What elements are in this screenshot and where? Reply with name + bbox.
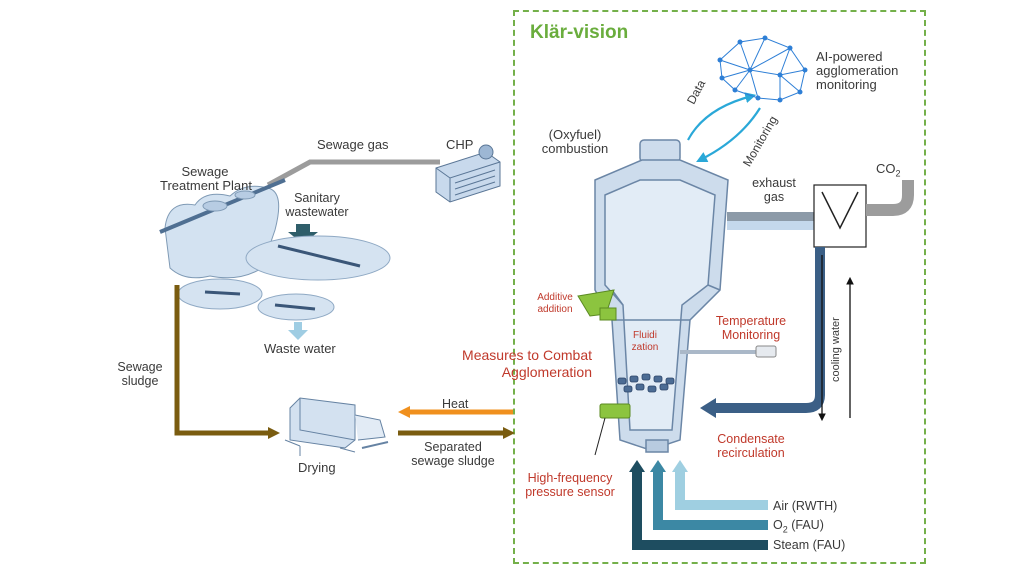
sewage-gas-pipe (266, 159, 440, 188)
oxyfuel-label: (Oxyfuel)combustion (541, 127, 609, 156)
chp-label: CHP (446, 137, 474, 152)
sewage-gas-label: Sewage gas (317, 137, 389, 152)
nozzle-bed (617, 373, 675, 393)
brain-network-icon (717, 35, 808, 103)
cooling-water-label: cooling water (830, 317, 842, 382)
monitoring-arrow (696, 107, 761, 162)
condensate-pipe (712, 247, 825, 413)
steam-label: Steam (FAU) (773, 538, 846, 552)
co2-label: CO2 (876, 161, 901, 179)
drying-label: Drying (298, 460, 336, 475)
air-label: Air (RWTH) (773, 499, 838, 513)
data-arrow (687, 92, 757, 141)
brand-title: Klär-vision (530, 22, 629, 43)
additive-feeder-icon (577, 289, 617, 321)
chp-engine-icon (435, 144, 501, 203)
co2-pipe (866, 180, 914, 216)
air-pipe (675, 470, 768, 510)
fluidized-bed-reactor-icon (594, 139, 729, 453)
o2-label: O2 (FAU) (773, 518, 824, 535)
heat-label: Heat (442, 397, 469, 411)
heat-exchanger-icon (813, 184, 867, 248)
o2-pipe (653, 470, 768, 530)
sanitary-arrow (288, 224, 318, 244)
waste-water-label: Waste water (264, 341, 336, 356)
waste-water-arrow (288, 322, 308, 340)
temperature-probe-icon (680, 345, 777, 358)
steam-pipe (632, 470, 768, 550)
klaer-vision-frame (513, 10, 926, 564)
sewage-sludge-pipe (174, 285, 270, 436)
clarifier-pools-icon (177, 235, 391, 321)
dryer-machine-icon (284, 397, 389, 456)
pressure-sensor-icon (599, 403, 631, 419)
